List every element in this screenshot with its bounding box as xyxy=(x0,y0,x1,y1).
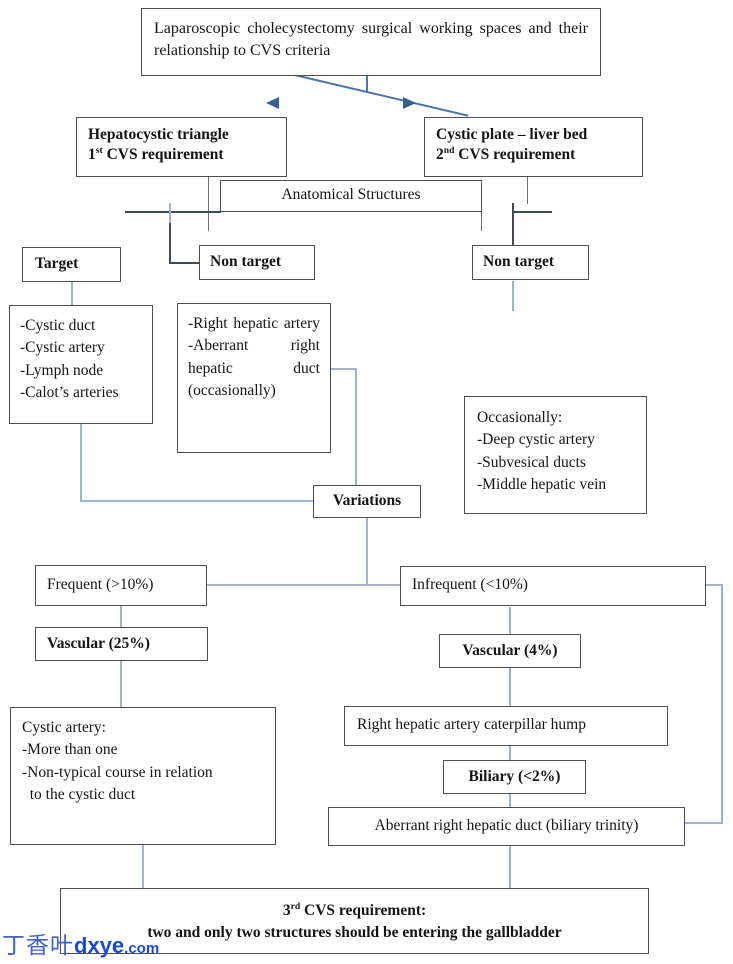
connector-aberrant-down xyxy=(509,845,511,888)
anatomical-structures-text: Anatomical Structures xyxy=(281,186,421,203)
node-vascular-infrequent: Vascular (4%) xyxy=(439,634,581,668)
connector-left-branch-down-to-nontarget xyxy=(169,211,171,264)
connector-nontargetlist-down xyxy=(355,368,357,486)
connector-targetlist-right xyxy=(80,500,314,502)
vascular-infrequent-text: Vascular (4%) xyxy=(462,642,558,659)
watermark: 丁香叶dxye.com xyxy=(2,926,159,960)
connector-nontarget-right-down xyxy=(512,281,514,311)
connector-cysticplate-down xyxy=(527,176,528,204)
title-box: Laparoscopic cholecystectomy surgical wo… xyxy=(141,8,601,76)
connector-anatomical-right-vert xyxy=(481,203,482,231)
connector-target-vert-stub xyxy=(169,203,171,223)
connector-variations-down xyxy=(366,518,368,586)
node-infrequent: Infrequent (<10%) xyxy=(400,566,706,606)
connector-right-branch-vert xyxy=(512,203,514,246)
connector-frequent-down xyxy=(120,606,122,628)
variations-text: Variations xyxy=(332,492,402,509)
connector-hepatocystic-down xyxy=(208,176,209,204)
occasionally-item: -Deep cystic artery xyxy=(477,431,595,449)
connector-target-to-list xyxy=(71,281,73,306)
node-variations: Variations xyxy=(313,485,421,518)
arrow-head-left xyxy=(266,97,279,109)
target-list-item: -Cystic duct xyxy=(20,317,96,334)
connector-into-aberrant-duct xyxy=(684,822,723,824)
arrow-apex-to-cystic-plate xyxy=(366,91,469,117)
final-line1: 3rd CVS requirement: xyxy=(282,900,427,919)
node-hepatocystic-triangle: Hepatocystic triangle 1st CVS requiremen… xyxy=(76,117,287,177)
caterpillar-hump-text: Right hepatic artery caterpillar hump xyxy=(357,716,586,733)
node-biliary: Biliary (<2%) xyxy=(443,760,586,794)
cystic-artery-detail-item: -Non-typical course in relation xyxy=(22,763,213,781)
watermark-tld: .com xyxy=(124,940,160,957)
biliary-text: Biliary (<2%) xyxy=(468,768,561,785)
connector-variations-to-infrequent xyxy=(366,584,408,586)
cystic-artery-detail-item: -More than one xyxy=(22,741,118,759)
connector-hump-down xyxy=(509,745,511,761)
occasionally-item: Occasionally: xyxy=(477,409,563,426)
watermark-cjk: 丁香叶 xyxy=(2,932,74,958)
connector-infrequent-right-down xyxy=(721,584,723,824)
node-non-target-left: Non target xyxy=(199,245,315,280)
infrequent-text: Infrequent (<10%) xyxy=(412,576,528,593)
node-occasionally-list: Occasionally: -Deep cystic artery -Subve… xyxy=(464,396,647,514)
target-list-item: -Cystic artery xyxy=(20,339,105,357)
node-non-target-right: Non target xyxy=(472,245,589,280)
non-target-left-text: Non target xyxy=(210,253,282,270)
hepatocystic-line2: 1st CVS requirement xyxy=(88,144,224,163)
connector-infrequent-down xyxy=(509,607,511,634)
connector-vascular4-down xyxy=(509,668,511,706)
node-caterpillar-hump: Right hepatic artery caterpillar hump xyxy=(344,706,668,746)
connector-title-to-apex xyxy=(366,76,368,92)
watermark-brand: dxye xyxy=(74,933,125,958)
connector-infrequent-right xyxy=(705,584,723,586)
frequent-text: Frequent (>10%) xyxy=(47,576,154,593)
node-final-cvs-requirement: 3rd CVS requirement: two and only two st… xyxy=(60,888,649,954)
connector-variations-to-frequent xyxy=(206,584,368,586)
connector-nontargetlist-right xyxy=(331,368,357,370)
node-cystic-artery-details: Cystic artery: -More than one -Non-typic… xyxy=(10,707,276,845)
hepatocystic-line1: Hepatocystic triangle xyxy=(88,126,229,143)
node-aberrant-duct: Aberrant right hepatic duct (biliary tri… xyxy=(328,807,685,846)
connector-targetlist-down xyxy=(80,424,82,502)
target-text: Target xyxy=(35,255,79,272)
cysticplate-line2: 2nd CVS requirement xyxy=(436,144,576,163)
node-cystic-plate: Cystic plate – liver bed 2nd CVS require… xyxy=(424,117,643,177)
aberrant-duct-text: Aberrant right hepatic duct (biliary tri… xyxy=(374,817,639,834)
final-line2: two and only two structures should be en… xyxy=(147,924,562,942)
vascular-frequent-text: Vascular (25%) xyxy=(47,635,150,652)
node-non-target-structures-list: -Right hepatic artery -Aberrant right he… xyxy=(177,303,331,453)
occasionally-item: -Middle hepatic vein xyxy=(477,476,607,494)
arrow-head-right xyxy=(403,97,416,109)
node-target-structures-list: -Cystic duct -Cystic artery -Lymph node … xyxy=(9,305,153,424)
connector-biliary-down xyxy=(509,793,511,808)
cystic-artery-detail-item: to the cystic duct xyxy=(22,786,136,804)
connector-anatomical-left-vert xyxy=(208,203,209,231)
target-list-item: -Lymph node xyxy=(20,361,104,379)
non-target-right-text: Non target xyxy=(483,253,555,270)
connector-cysticdetails-down xyxy=(142,845,144,888)
node-anatomical-structures: Anatomical Structures xyxy=(220,180,482,212)
node-frequent: Frequent (>10%) xyxy=(35,565,207,606)
connector-right-branch-horizontal xyxy=(512,211,552,213)
node-target: Target xyxy=(22,247,121,282)
non-target-list-text: -Right hepatic artery -Aberrant right he… xyxy=(188,315,320,400)
connector-left-branch-horizontal xyxy=(125,211,221,213)
cysticplate-line1: Cystic plate – liver bed xyxy=(436,126,588,143)
node-vascular-frequent: Vascular (25%) xyxy=(35,627,208,661)
title-text: Laparoscopic cholecystectomy surgical wo… xyxy=(154,20,588,59)
connector-vascular25-down xyxy=(120,661,122,707)
connector-left-branch-into-nontarget xyxy=(169,262,201,264)
occasionally-item: -Subvesical ducts xyxy=(477,453,586,471)
target-list-item: -Calot’s arteries xyxy=(20,384,119,402)
cystic-artery-detail-item: Cystic artery: xyxy=(22,719,106,736)
